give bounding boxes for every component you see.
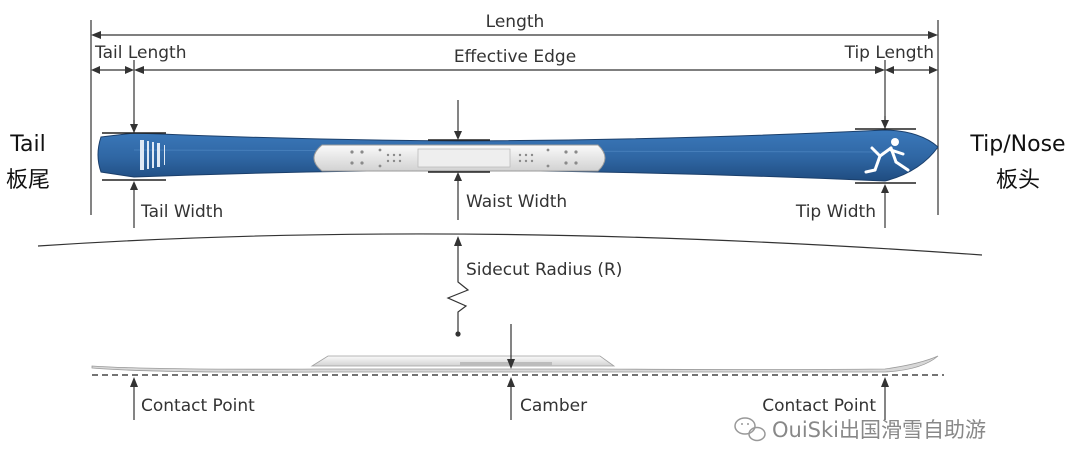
tail-length-label: Tail Length [94,43,186,63]
contact-point-right-label: Contact Point [762,396,876,416]
effective-edge-label: Effective Edge [454,47,576,67]
tail-width-callout: Tail Width [130,120,223,228]
waist-width-label: Waist Width [466,192,567,212]
contact-point-left-callout: Contact Point [130,377,255,420]
tail-width-label: Tail Width [140,202,223,222]
tail-label-cn: 板尾 [6,168,50,193]
waist-width-callout: Waist Width [454,100,567,220]
tip-label-en: Tip/Nose [969,132,1065,157]
brand-print [140,140,165,170]
length-dimension: Length [90,12,939,215]
sidecut-radius: Sidecut Radius (R) [37,233,983,337]
ski-top-view [97,128,939,184]
tip-width-label: Tip Width [795,202,876,222]
camber-label: Camber [520,396,587,416]
camber-callout: Camber [507,324,587,420]
tip-label-cn: 板头 [996,168,1040,193]
contact-point-right-callout: Contact Point [762,377,889,420]
length-label: Length [486,12,545,32]
watermark-text: OuiSki出国滑雪自助游 [772,418,986,442]
binding-plate [313,144,606,172]
tip-width-callout: Tip Width [795,116,889,228]
ski-side-view [91,355,944,376]
effective-edge-dimension: Effective Edge [133,47,886,138]
sidecut-radius-label: Sidecut Radius (R) [466,260,622,280]
tail-length-dimension: Tail Length [91,43,186,74]
contact-point-left-label: Contact Point [141,396,255,416]
tip-length-dimension: Tip Length [844,43,938,74]
tip-length-label: Tip Length [844,43,934,63]
tail-label-en: Tail [9,132,46,157]
watermark: OuiSki出国滑雪自助游 [734,417,986,442]
wechat-icon [734,417,766,442]
skier-graphic-icon [864,138,910,174]
